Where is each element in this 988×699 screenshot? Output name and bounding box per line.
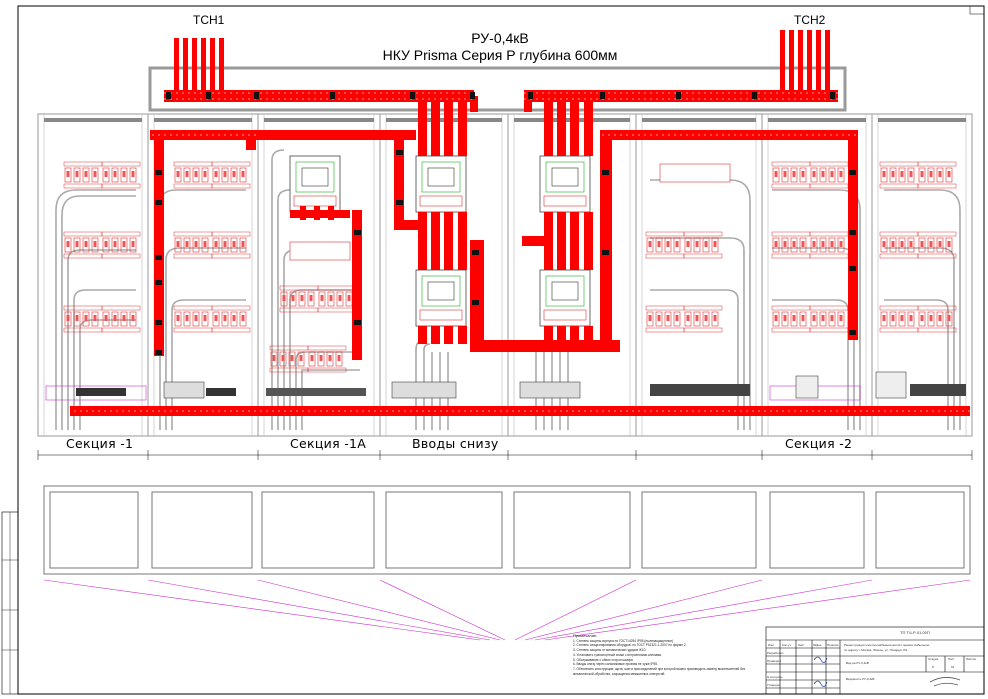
sheet-frame xyxy=(17,5,985,695)
section-label-1a: Секция -1А xyxy=(290,436,367,451)
tb-org: Ведомость РУ-0,4кВ xyxy=(846,677,875,681)
plan-view xyxy=(43,485,971,575)
tb-sheets-header: Листов xyxy=(966,657,976,661)
breaker-groups-right xyxy=(646,162,956,332)
tb-drawing-name: Вид на РУ-0,4кВ xyxy=(846,661,869,665)
tb-sheet: 01 xyxy=(951,665,955,669)
section-label-1: Секция -1 xyxy=(66,436,134,451)
busbar-housing xyxy=(148,66,847,112)
tb-role-1: Разработал xyxy=(767,651,784,655)
title-line-2: НКУ Prisma Серия Р глубина 600мм xyxy=(382,47,618,63)
tb-role-3: Н.контроль xyxy=(767,675,783,679)
tb-col-sign: Подпись xyxy=(827,643,839,647)
tsn1-label: ТСН1 xyxy=(193,13,225,27)
note-item: 6. Вводы снизу через сальниковые проемы … xyxy=(573,662,658,667)
notes-heading: Примечание: xyxy=(573,633,598,638)
section-label-inputs: Вводы снизу xyxy=(412,436,499,451)
tb-description: Реконструкция электроснабжения жилого зд… xyxy=(844,643,930,647)
note-item: 4. Установить транспортный знаки с встро… xyxy=(573,652,663,657)
drawing-notes: Примечание: 1. Степень защиты корпуса по… xyxy=(573,633,765,676)
tb-stage: Р xyxy=(932,665,935,669)
tb-col-doc: №Док. xyxy=(813,643,823,647)
signature-marks xyxy=(813,656,828,687)
title-block xyxy=(765,626,985,695)
tb-stage-header: Стадия xyxy=(928,657,939,661)
company-logo xyxy=(929,677,961,687)
section-label-2: Секция -2 xyxy=(785,436,853,451)
dimension-line xyxy=(37,450,973,460)
tb-col-izm: Изм. xyxy=(768,643,775,647)
tsn2-label: ТСН2 xyxy=(794,13,826,27)
tb-sheet-header: Лист xyxy=(948,657,955,661)
cabinet-top-rails xyxy=(44,118,966,122)
tb-code: ТП ТЧ-Р-01.00П xyxy=(900,630,930,635)
note-item: 7. Обеспечить конструкции: щита, шин и п… xyxy=(573,666,746,676)
terminal-rows xyxy=(45,371,966,401)
tb-col-list: Лист xyxy=(798,643,805,647)
busbar-joints xyxy=(155,92,856,355)
note-item: 2. Степень секционирования оборудов. по … xyxy=(573,643,687,648)
plan-view-guides xyxy=(43,579,971,641)
tb-role-2: Проверил xyxy=(767,659,781,663)
tb-role-4: Утвердил xyxy=(767,683,781,687)
main-breakers xyxy=(289,155,731,327)
note-item: 5. Обслуживание с обеих сторон шкафа. xyxy=(573,657,634,662)
corner-mark xyxy=(969,5,985,15)
note-item: 1. Степень защиты корпуса по ГОСТ14254 I… xyxy=(573,638,674,643)
title-line-1: РУ-0,4кВ xyxy=(471,30,529,46)
note-item: 3. Степень защиты от механических ударов… xyxy=(573,648,647,653)
tb-description-2: по адресу: г.Москва, Южное, ул. Пихарди,… xyxy=(844,648,909,652)
busbars xyxy=(70,30,970,416)
tb-col-kol: Кол.уч. xyxy=(782,643,792,647)
